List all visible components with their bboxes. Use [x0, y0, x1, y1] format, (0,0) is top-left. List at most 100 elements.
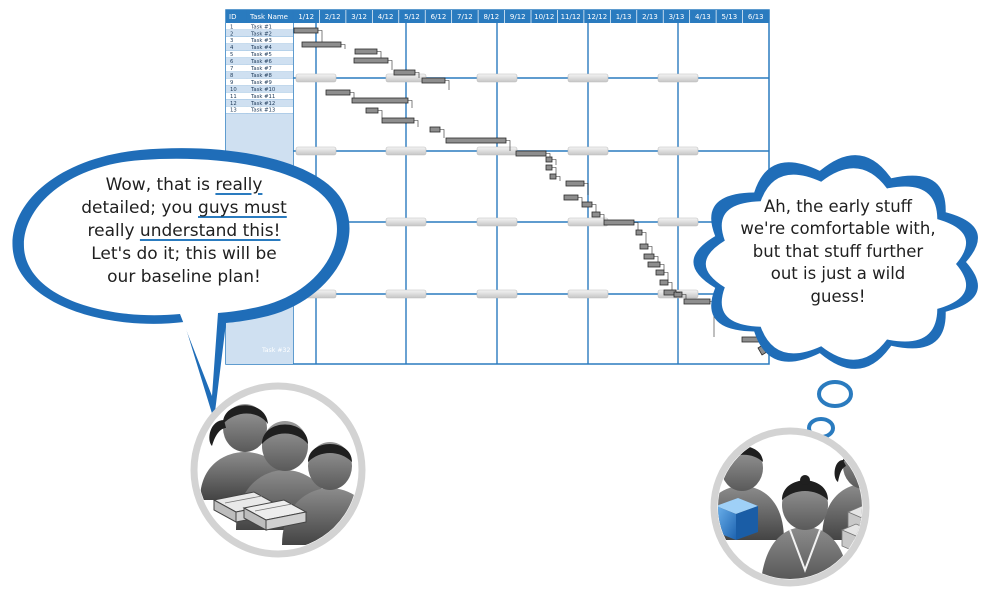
gantt-dependency-line [318, 30, 323, 42]
team-thought-line: but that stuff further [752, 241, 924, 261]
gantt-milestone-marker [657, 217, 699, 227]
gantt-month-label: 6/12 [431, 13, 447, 21]
team-thought-line: we're comfortable with, [740, 219, 936, 239]
gantt-task-bar [545, 156, 553, 163]
gantt-task-bar [353, 57, 389, 64]
gantt-milestone-marker [567, 217, 609, 227]
gantt-task-id: 12 [230, 101, 237, 107]
blue-cube-icon [718, 498, 758, 540]
gantt-dependency-line [377, 51, 382, 58]
gantt-task-bar [515, 150, 547, 157]
gantt-milestone-marker [385, 289, 427, 299]
gantt-task-bar [647, 261, 661, 268]
gantt-task-bar [683, 298, 711, 305]
gantt-month-label: 4/12 [378, 13, 394, 21]
gantt-task-name: Task #9 [250, 80, 272, 86]
gantt-dependency-line [584, 183, 589, 195]
gantt-milestone-marker [476, 146, 518, 156]
gantt-grid [293, 23, 769, 364]
gantt-month-label: 3/13 [669, 13, 685, 21]
client-speech-line: our baseline plan! [107, 267, 261, 288]
gantt-dependency-line [634, 222, 639, 230]
gantt-task-name: Task #1 [250, 24, 272, 30]
gantt-task-bar [639, 243, 649, 250]
gantt-task-name: Task #11 [250, 94, 275, 100]
gantt-milestone-marker [295, 73, 337, 83]
team-thought-cloud [693, 155, 978, 461]
gantt-month-label: 8/12 [483, 13, 499, 21]
gantt-month-label: 9/12 [510, 13, 526, 21]
gantt-dependency-line [676, 292, 681, 293]
gantt-task-bar [381, 117, 415, 124]
gantt-dependency-line [654, 256, 659, 262]
gantt-task-bar [659, 279, 669, 286]
client-group-with-money-icon [190, 382, 366, 558]
thought-dot-large [817, 380, 853, 408]
gantt-dependency-line [578, 197, 583, 202]
gantt-month-label: 6/13 [748, 13, 764, 21]
gantt-task-bar [545, 164, 553, 171]
gantt-dependency-line [648, 246, 653, 254]
gantt-bars [293, 27, 771, 356]
gantt-dependency-line [408, 100, 413, 108]
gantt-dependency-line [600, 214, 605, 220]
gantt-task-id: 5 [230, 52, 233, 58]
gantt-dependency-line [440, 129, 445, 138]
team-thought-line: Ah, the early stuff [763, 197, 913, 216]
money-stack-icon [212, 491, 308, 531]
gantt-month-label: 5/12 [404, 13, 420, 21]
gantt-task-name: Task #6 [250, 59, 273, 65]
gantt-task-id: 8 [230, 73, 234, 79]
gantt-dependency-line [414, 120, 419, 127]
gantt-task-bar [325, 89, 351, 96]
gantt-task-id: 3 [230, 38, 233, 44]
gantt-month-label: 12/12 [587, 13, 607, 21]
gantt-task-id: 4 [230, 45, 234, 51]
gantt-task-name: Task #10 [250, 87, 276, 93]
gantt-task-bar [603, 219, 635, 226]
gantt-task-id: 1 [230, 24, 233, 30]
gantt-month-label: 10/12 [534, 13, 554, 21]
gantt-dependency-line [668, 282, 673, 290]
gantt-dependency-line [682, 294, 687, 299]
gantt-task-row [226, 23, 293, 30]
gantt-task-row [226, 92, 293, 100]
gantt-task-bar [301, 41, 342, 48]
gantt-milestone-marker [385, 217, 427, 227]
gantt-month-label: 7/12 [457, 13, 473, 21]
gantt-milestone-marker [295, 146, 337, 156]
gantt-task-name: Task #12 [250, 101, 275, 107]
gantt-task-bar [429, 126, 441, 133]
gantt-task-row [226, 106, 293, 114]
gantt-dependency-line [552, 159, 557, 165]
gantt-dependency-line [378, 110, 383, 118]
gantt-task-bar [293, 27, 319, 34]
gantt-month-label: 1/13 [616, 13, 632, 21]
gantt-dependency-line [664, 272, 669, 280]
gantt-header-bar [226, 10, 769, 23]
gantt-month-label: 3/12 [351, 13, 367, 21]
gantt-task-name: Task #2 [250, 31, 272, 37]
gantt-task-row [226, 71, 293, 79]
gantt-task-name: Task #7 [250, 66, 272, 72]
gantt-task-name: Task #4 [250, 45, 273, 51]
gantt-month-label: 4/13 [695, 13, 711, 21]
gantt-milestone-marker [385, 146, 427, 156]
gantt-month-label: 2/13 [642, 13, 658, 21]
gantt-dependency-line [415, 72, 420, 78]
gantt-milestone-marker [567, 146, 609, 156]
gantt-task-row [226, 64, 293, 72]
gantt-task-row [226, 36, 293, 44]
client-speech-bubble [12, 148, 350, 420]
gantt-month-label: 11/12 [561, 13, 581, 21]
gantt-dependency-line [592, 204, 597, 212]
gantt-task-row [226, 78, 293, 86]
gantt-task-bar [635, 229, 643, 236]
team-group-with-cubes-icon [710, 427, 870, 587]
client-speech-line: detailed; you guys must [81, 198, 287, 219]
gantt-dependency-line [506, 140, 511, 151]
gantt-task-bar [445, 137, 507, 144]
gantt-task-bar [565, 180, 585, 187]
